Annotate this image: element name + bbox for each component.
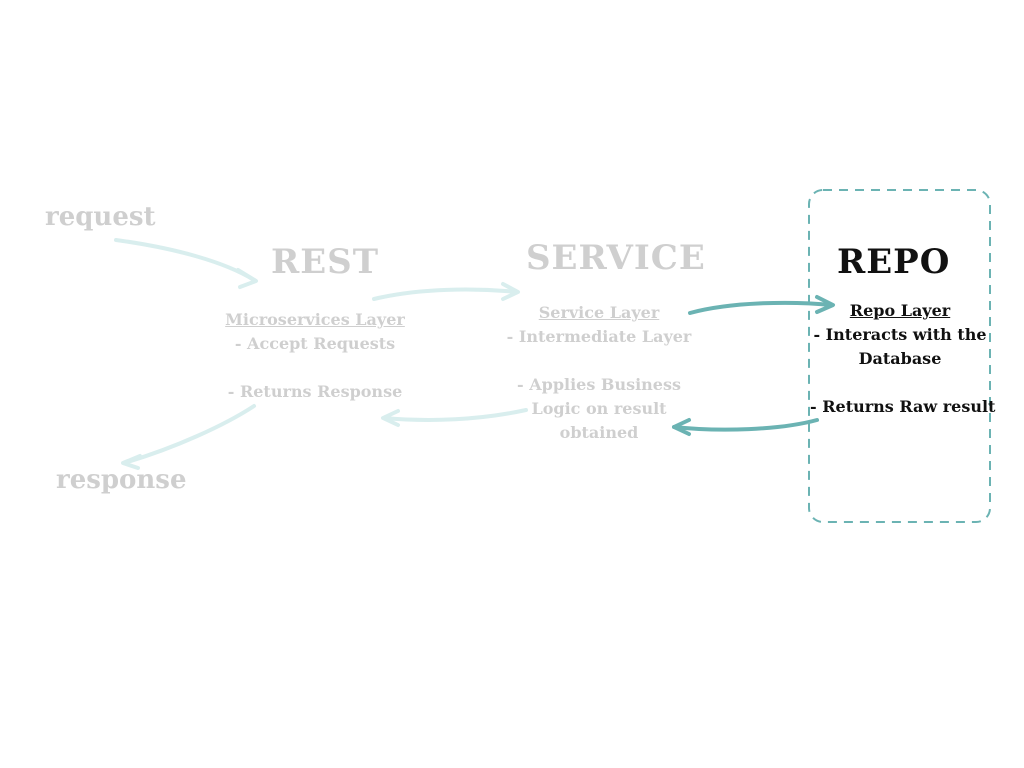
request-label: request	[45, 202, 156, 232]
arrow-repo-to-service	[672, 418, 819, 436]
repo-heading: Repo Layer	[849, 301, 951, 320]
rest-line-accept: - Accept Requests	[234, 334, 396, 353]
rest-heading: Microservices Layer	[225, 310, 405, 329]
service-title: SERVICE	[526, 238, 706, 278]
arrow-request-to-rest	[114, 238, 258, 289]
response-label: response	[56, 465, 187, 495]
repo-description: Repo Layer - Interacts with the Database…	[810, 299, 996, 419]
rest-title: REST	[271, 242, 380, 282]
arrow-service-to-rest	[381, 408, 528, 427]
rest-description: Microservices Layer - Accept Requests - …	[214, 308, 416, 404]
repo-line-returns: - Returns Raw result	[810, 397, 996, 416]
rest-line-returns: - Returns Response	[227, 382, 403, 401]
repo-title: REPO	[837, 242, 951, 282]
repo-line-database: Database	[858, 349, 942, 368]
service-line-applies: - Applies Business	[517, 375, 681, 394]
service-line-logic: Logic on result	[531, 399, 667, 418]
service-heading: Service Layer	[538, 303, 660, 322]
repo-highlight-box	[808, 189, 991, 523]
repo-line-interacts: - Interacts with the	[813, 325, 987, 344]
arrow-rest-to-service	[372, 282, 520, 301]
service-line-obtained: obtained	[559, 423, 639, 442]
arrow-service-to-repo	[688, 295, 835, 315]
service-description: Service Layer - Intermediate Layer - App…	[498, 301, 700, 445]
arrow-rest-to-response	[121, 404, 256, 470]
service-line-intermediate: - Intermediate Layer	[506, 327, 692, 346]
